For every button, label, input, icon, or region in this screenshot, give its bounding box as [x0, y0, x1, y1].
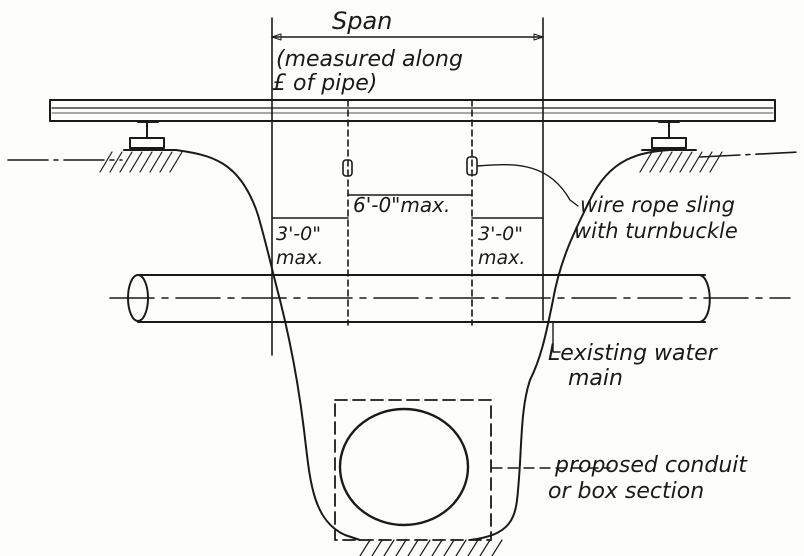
left-edge-max-label: max.	[276, 247, 323, 269]
center-spacing-label: 6'-0"max.	[353, 193, 450, 217]
sling-leader	[477, 163, 579, 207]
water-main-label-line2: main	[568, 366, 623, 391]
conduit-label-line2: or box section	[548, 479, 704, 504]
right-rail-support	[639, 121, 723, 173]
support-beam	[49, 99, 776, 122]
spacing-dimension-lines	[271, 194, 544, 219]
water-main-label-line1: Lexisting water	[548, 341, 719, 366]
sling-label-line2: with turnbuckle	[574, 219, 738, 243]
measured-along-label: (measured along	[276, 47, 463, 72]
left-edge-dim-label: 3'-0"	[276, 223, 321, 245]
water-main-leader	[552, 321, 561, 353]
trench-bottom-hatch	[359, 539, 503, 556]
span-label: Span	[332, 7, 392, 35]
trench-outline	[175, 149, 671, 541]
ground-line	[7, 151, 801, 161]
conduit-label-line1: proposed conduit	[554, 453, 748, 478]
right-edge-dim-label: 3'-0"	[478, 223, 523, 245]
right-edge-max-label: max.	[478, 247, 525, 269]
centerline-of-pipe-label: £ of pipe)	[272, 71, 377, 96]
proposed-conduit	[334, 399, 492, 541]
turnbuckle-right	[466, 156, 478, 176]
sling-lines	[347, 99, 473, 326]
existing-water-main	[109, 274, 791, 323]
span-dimension	[271, 17, 544, 356]
sling-label-line1: wire rope sling	[580, 193, 735, 217]
left-rail-support	[99, 121, 183, 173]
turnbuckle-left	[342, 159, 353, 177]
